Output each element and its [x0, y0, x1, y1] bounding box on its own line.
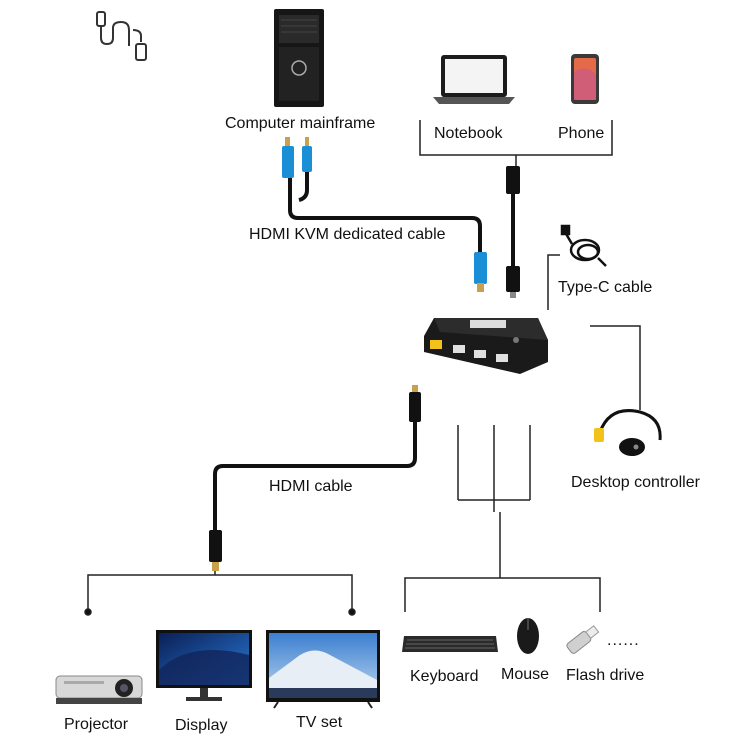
- typec-cable-label: Type-C cable: [558, 279, 653, 296]
- hdmi-kvm-cable-label: HDMI KVM dedicated cable: [249, 226, 446, 243]
- usb-cable: [506, 166, 520, 298]
- desktop-controller-label: Desktop controller: [571, 474, 700, 491]
- desktop-controller-icon: [594, 409, 662, 456]
- kvm-switch-icon: [424, 318, 548, 374]
- phone-label: Phone: [558, 125, 605, 142]
- projector-label: Projector: [64, 716, 129, 733]
- hdmi-cable: [209, 385, 421, 571]
- flash-drive-label: Flash drive: [566, 667, 645, 684]
- peripheral-tree: [404, 425, 601, 612]
- projector-icon: [55, 675, 143, 704]
- hdmi-kvm-cable: [282, 137, 487, 292]
- display-tree: [84, 571, 356, 616]
- notebook-icon: [433, 55, 515, 104]
- notebook-label: Notebook: [434, 125, 503, 142]
- type-c-cable-icon: [560, 224, 607, 267]
- typec-bracket: [547, 254, 560, 310]
- mouse-icon: [517, 618, 539, 654]
- usb-c-cable-icon: [96, 11, 147, 61]
- display-icon: [156, 630, 252, 701]
- flash-drive-icon: [566, 625, 600, 654]
- keyboard-label: Keyboard: [410, 668, 479, 685]
- more-devices-ellipsis: ......: [607, 632, 640, 649]
- display-label: Display: [175, 717, 228, 734]
- phone-icon: [571, 54, 599, 104]
- tv-label: TV set: [296, 714, 343, 731]
- notebook-phone-bracket: [419, 120, 613, 166]
- mouse-label: Mouse: [501, 666, 550, 683]
- keyboard-icon: [402, 636, 498, 652]
- tv-icon: [266, 630, 380, 709]
- controller-bracket: [590, 325, 641, 410]
- computer-label: Computer mainframe: [225, 115, 376, 132]
- hdmi-cable-label: HDMI cable: [269, 478, 353, 495]
- computer-tower-icon: [274, 9, 324, 107]
